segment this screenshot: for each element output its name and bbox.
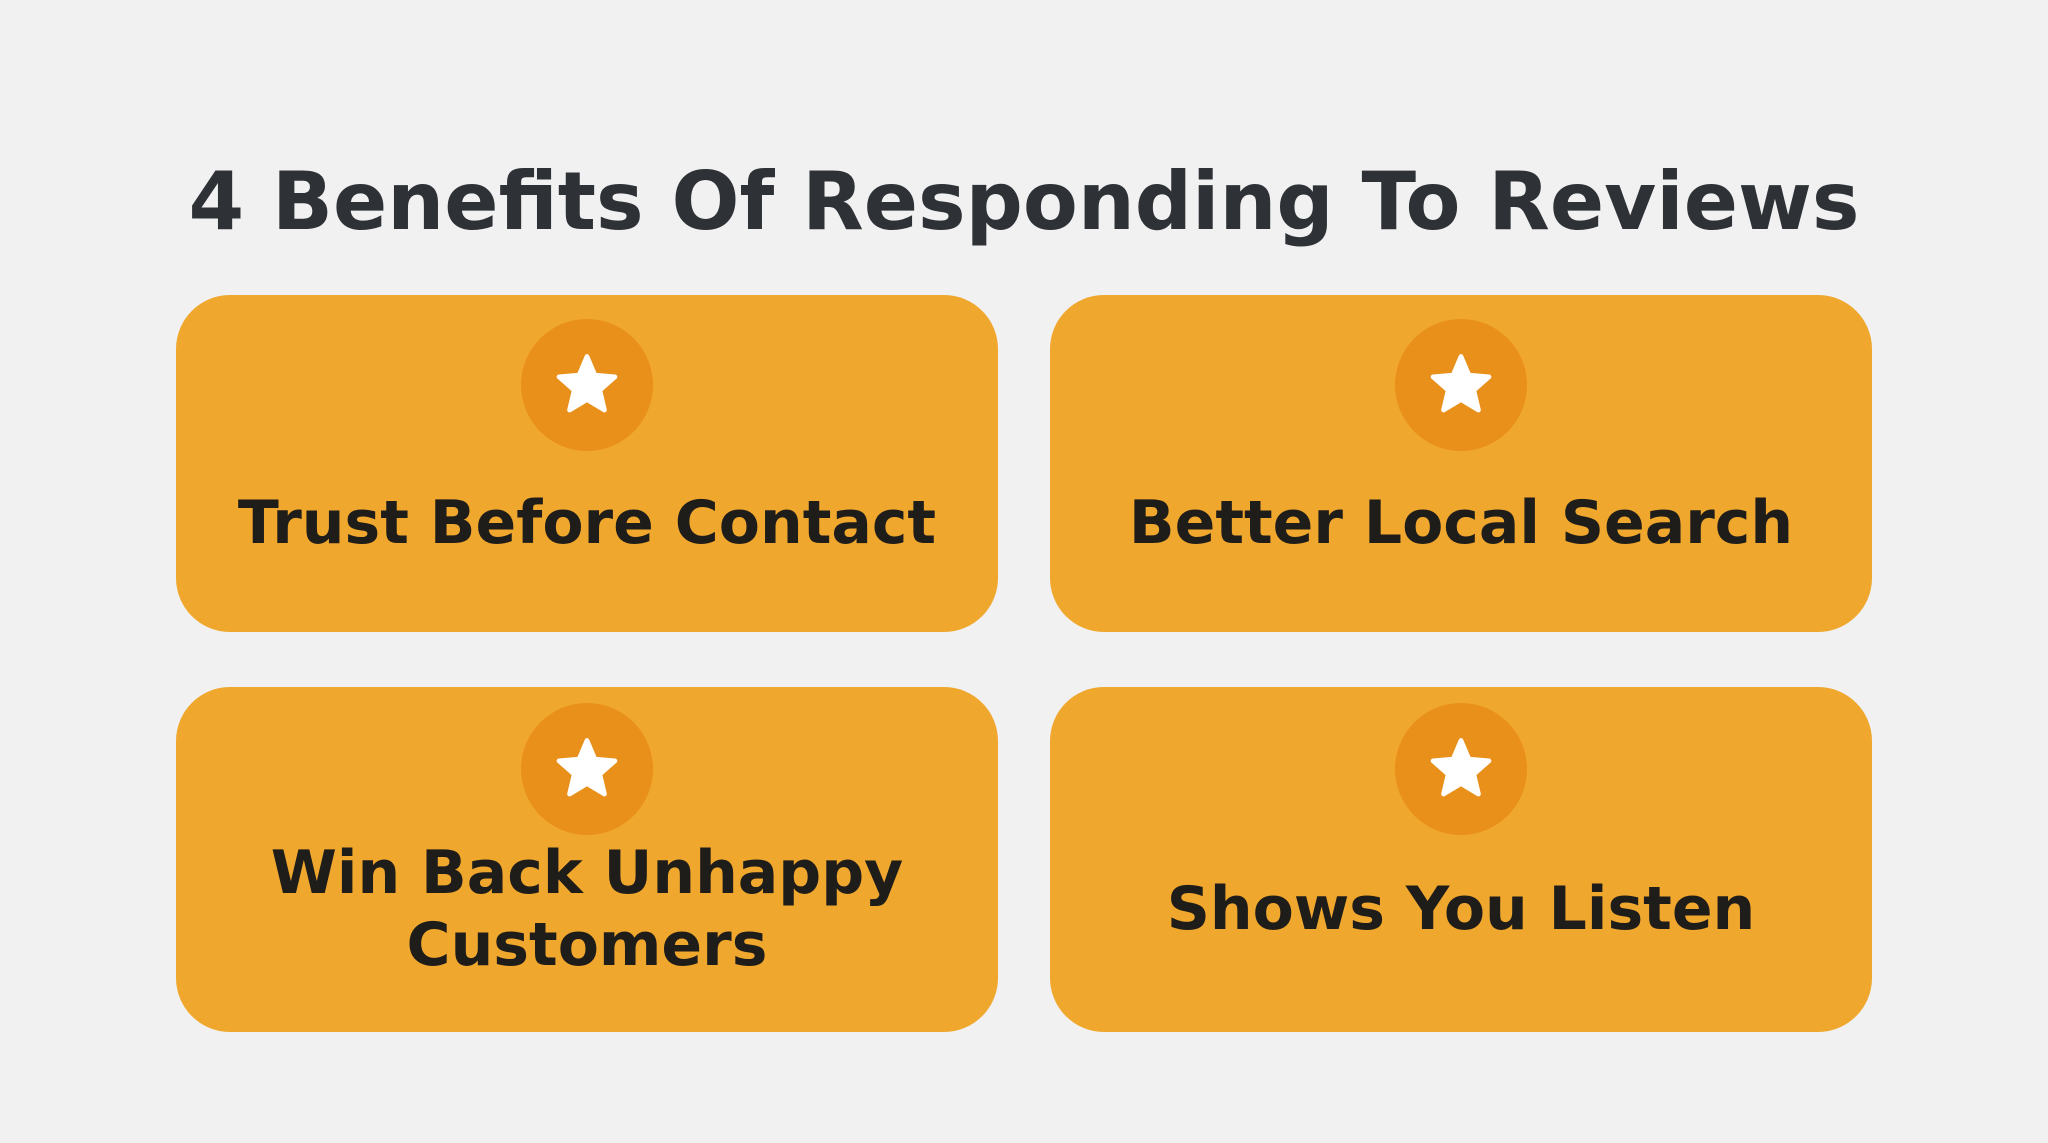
star-badge: [1395, 703, 1527, 835]
benefit-label: Win Back Unhappy Customers: [270, 838, 904, 980]
benefit-card-win-back: Win Back Unhappy Customers: [176, 687, 998, 1032]
benefit-label: Shows You Listen: [1166, 874, 1756, 944]
benefit-card-listen: Shows You Listen: [1050, 687, 1872, 1032]
benefit-card-trust: Trust Before Contact: [176, 295, 998, 632]
benefit-label: Better Local Search: [1128, 488, 1794, 558]
benefit-card-local-search: Better Local Search: [1050, 295, 1872, 632]
page-title: 4 Benefits Of Responding To Reviews: [188, 154, 1860, 248]
star-badge: [521, 319, 653, 451]
star-badge: [1395, 319, 1527, 451]
star-icon: [1430, 738, 1492, 797]
star-badge: [521, 703, 653, 835]
star-icon: [556, 354, 618, 413]
star-icon: [556, 738, 618, 797]
star-icon: [1430, 354, 1492, 413]
benefit-label: Trust Before Contact: [237, 488, 937, 558]
